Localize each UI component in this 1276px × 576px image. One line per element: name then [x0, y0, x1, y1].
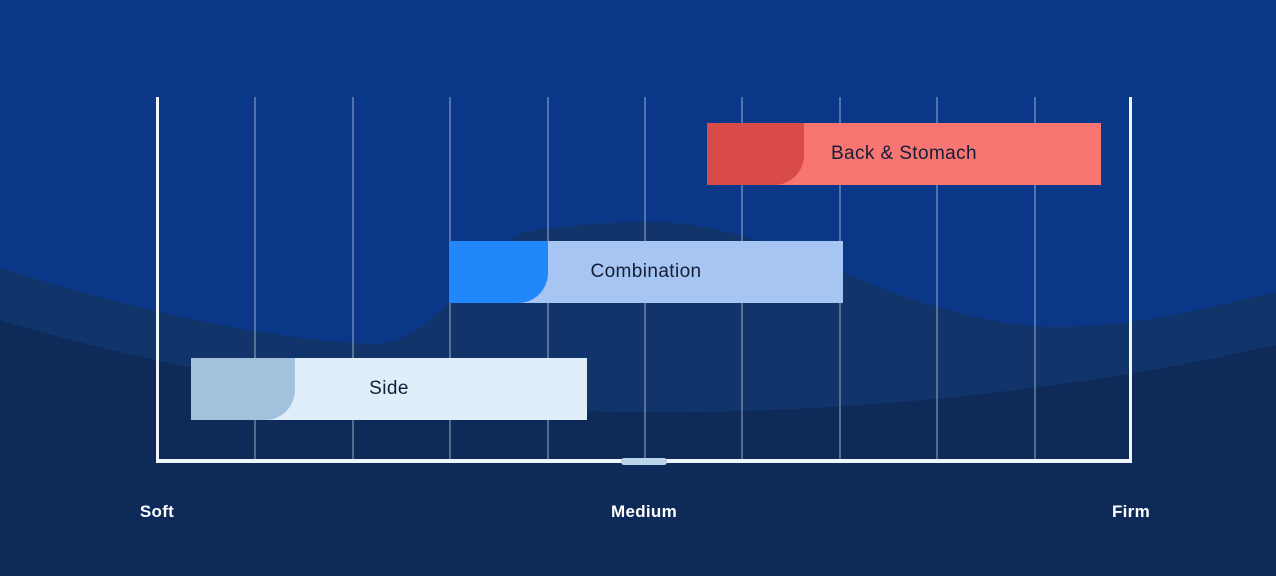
bar-combination-label: Combination	[590, 261, 702, 282]
bar-back-stomach-accent	[707, 123, 804, 185]
bar-side: Side	[191, 358, 587, 420]
y-axis-right-line	[1129, 97, 1132, 463]
gridline	[352, 97, 354, 461]
gridline	[1034, 97, 1036, 461]
bar-back-stomach-label: Back & Stomach	[830, 143, 978, 164]
x-tick-label-soft: Soft	[139, 502, 175, 521]
x-tick-label-medium: Medium	[610, 502, 678, 521]
bar-combination-accent	[449, 241, 548, 303]
bar-side-accent	[191, 358, 295, 420]
y-axis-left-line	[156, 97, 159, 463]
gridline	[254, 97, 256, 461]
wave-lower-shape	[0, 320, 1276, 576]
bar-back-stomach: Back & Stomach	[707, 123, 1101, 185]
bar-side-label: Side	[369, 378, 409, 399]
bar-combination: Combination	[449, 241, 843, 303]
x-tick-label-firm: Firm	[1111, 502, 1151, 521]
gridline	[936, 97, 938, 461]
medium-tick-marker	[621, 458, 667, 465]
